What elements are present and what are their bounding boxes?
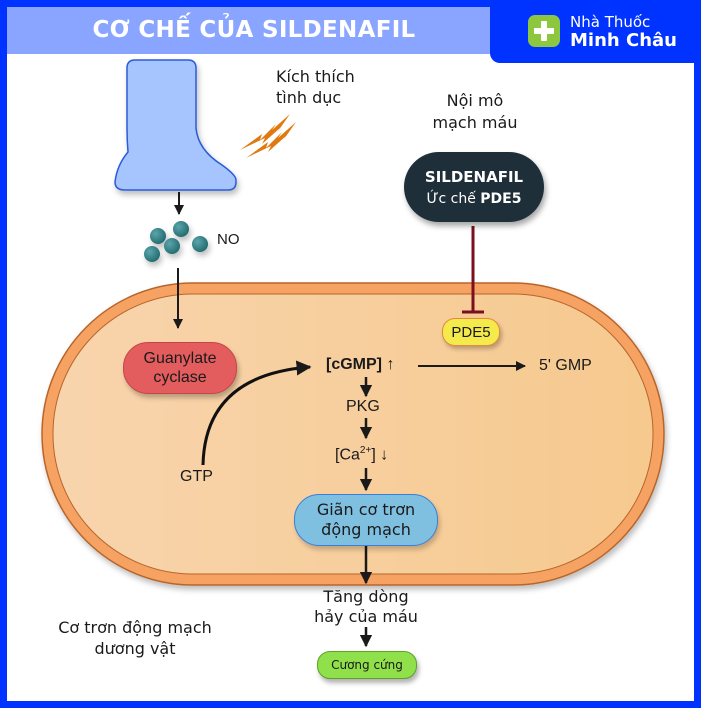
stimulus-line2: tình dục bbox=[276, 88, 342, 107]
vasodilation-box: Giãn cơ trơn động mạch bbox=[294, 494, 438, 546]
arrow-gtp-to-cgmp bbox=[201, 360, 312, 466]
5-gmp-label: 5' GMP bbox=[539, 357, 592, 374]
no-label: NO bbox=[217, 231, 240, 248]
gtp-label: GTP bbox=[180, 468, 213, 485]
endothelium-line1: Nội mô bbox=[446, 91, 504, 110]
tissue-line1: Cơ trơn động mạch bbox=[58, 618, 212, 637]
cgmp-label: [cGMP] ↑ bbox=[326, 356, 394, 374]
sildenafil-action: Ức chế PDE5 bbox=[427, 191, 522, 207]
guanylate-line1: Guanylate bbox=[143, 350, 217, 367]
tissue-line2: dương vật bbox=[94, 639, 176, 658]
endothelium-label: Nội mô mạch máu bbox=[425, 90, 525, 134]
stimulus-label: Kích thích tình dục bbox=[276, 66, 355, 108]
erection-badge: Cương cứng bbox=[317, 651, 417, 679]
flow-line1: Tăng dòng bbox=[323, 587, 409, 606]
cgmp-text: [cGMP] bbox=[326, 356, 382, 373]
ca-prefix: [Ca bbox=[335, 446, 360, 464]
sildenafil-action-target: PDE5 bbox=[480, 190, 522, 207]
pkg-label: PKG bbox=[346, 398, 380, 415]
sildenafil-box: SILDENAFIL Ức chế PDE5 bbox=[404, 152, 544, 222]
no-molecules-icon bbox=[144, 221, 208, 262]
tissue-label: Cơ trơn động mạch dương vật bbox=[45, 617, 225, 659]
relax-line1: Giãn cơ trơn bbox=[316, 500, 416, 519]
erection-text: Cương cứng bbox=[331, 658, 403, 672]
blood-flow-label: Tăng dòng hảy của máu bbox=[296, 587, 436, 627]
sildenafil-action-prefix: Ức chế bbox=[426, 190, 481, 207]
flow-line2: hảy của máu bbox=[314, 607, 418, 626]
pde5-badge: PDE5 bbox=[442, 318, 500, 346]
brand-badge: Nhà Thuốc Minh Châu bbox=[490, 0, 701, 63]
calcium-label: [Ca2+] ↓ bbox=[335, 445, 388, 464]
endothelium-line2: mạch máu bbox=[432, 113, 518, 132]
title-bar: CƠ CHẾ CỦA SILDENAFIL bbox=[7, 7, 507, 54]
sildenafil-name: SILDENAFIL bbox=[424, 167, 524, 186]
plus-cross-icon bbox=[528, 15, 560, 47]
relax-line2: động mạch bbox=[321, 520, 411, 539]
guanylate-cyclase-box: Guanylate cyclase bbox=[123, 342, 237, 394]
neuron-terminal-icon bbox=[114, 59, 237, 191]
pde5-text: PDE5 bbox=[451, 323, 491, 341]
stimulus-line1: Kích thích bbox=[276, 67, 355, 86]
guanylate-line2: cyclase bbox=[153, 369, 207, 386]
cgmp-up-arrow: ↑ bbox=[386, 356, 395, 373]
page-title: CƠ CHẾ CỦA SILDENAFIL bbox=[92, 17, 416, 43]
ca-suffix: ] ↓ bbox=[371, 446, 389, 464]
brand-name-line2: Minh Châu bbox=[570, 30, 677, 51]
brand-name-line1: Nhà Thuốc bbox=[570, 13, 651, 31]
spark-icon bbox=[240, 114, 296, 158]
ca-superscript: 2+ bbox=[359, 445, 372, 456]
